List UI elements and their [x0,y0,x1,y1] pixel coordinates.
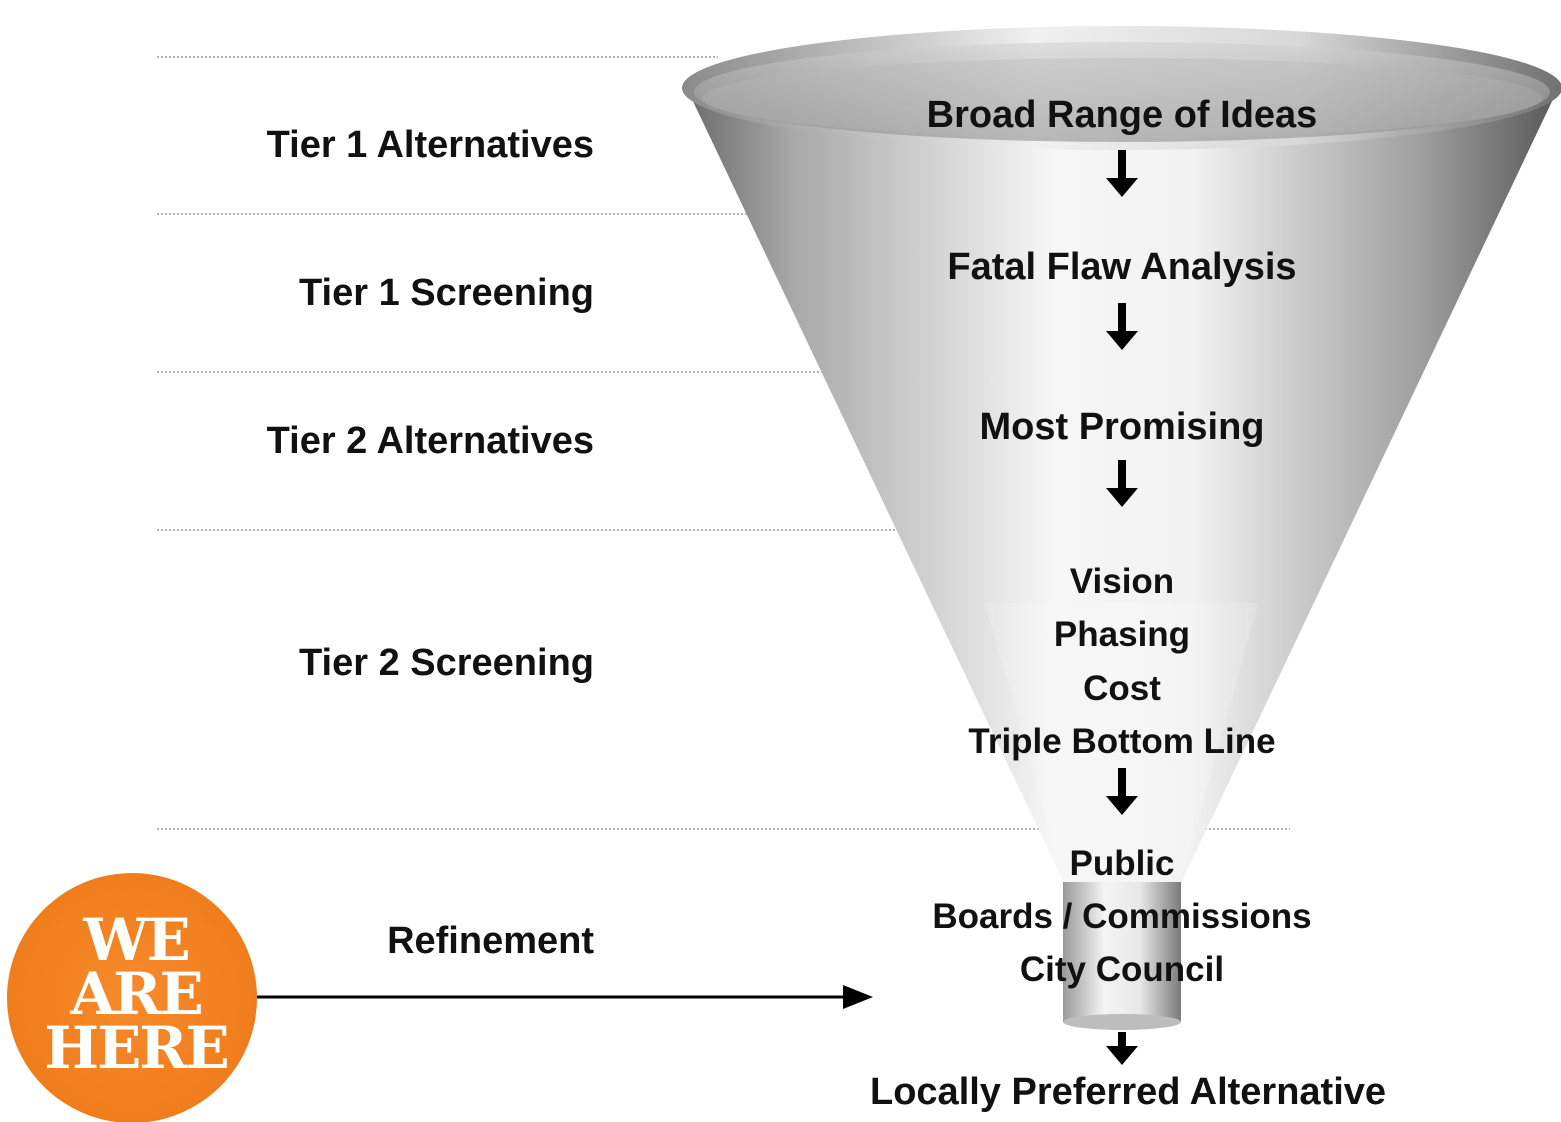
funnel-band [985,603,1258,885]
funnel-spout-end [1063,1014,1181,1030]
criteria-vision: Vision [1069,562,1175,601]
stage-label-tier1-alternatives: Tier 1 Alternatives [266,124,594,166]
funnel-opening [702,58,1542,138]
funnel-shape [682,26,1561,1030]
stage-label-refinement: Refinement [387,920,594,962]
down-arrow-icon [1106,150,1138,197]
down-arrow-icon [1106,460,1138,507]
criteria-phasing: Phasing [1053,615,1191,654]
funnel-rim-inner [694,42,1550,142]
badge-line-are: ARE [70,960,203,1028]
pointer-arrow [257,985,873,1009]
criteria-cost: Cost [1083,669,1161,708]
flow-arrows [1106,150,1138,1065]
review-public: Public [1069,844,1175,883]
down-arrow-icon [1106,1032,1138,1065]
badge-line-here: HERE [44,1014,229,1082]
stage-label-tier2-alternatives: Tier 2 Alternatives [266,420,594,462]
stage-label-tier1-screening: Tier 1 Screening [299,272,594,314]
step-fatal-flaw: Fatal Flaw Analysis [947,246,1297,288]
badge-line-we: WE [83,906,190,974]
output-locally-preferred: Locally Preferred Alternative [870,1071,1387,1113]
step-most-promising: Most Promising [979,406,1265,448]
arrow-head-icon [843,985,873,1009]
we-are-here-badge [7,873,257,1122]
step-broad-range: Broad Range of Ideas [926,94,1318,136]
criteria-triple-bottom-line: Triple Bottom Line [968,722,1276,761]
down-arrow-icon [1106,768,1138,815]
review-city-council: City Council [1019,950,1225,989]
down-arrow-icon [1106,303,1138,350]
stage-label-tier2-screening: Tier 2 Screening [299,642,594,684]
funnel-spout [1063,882,1181,1022]
review-boards-commissions: Boards / Commissions [932,897,1312,936]
